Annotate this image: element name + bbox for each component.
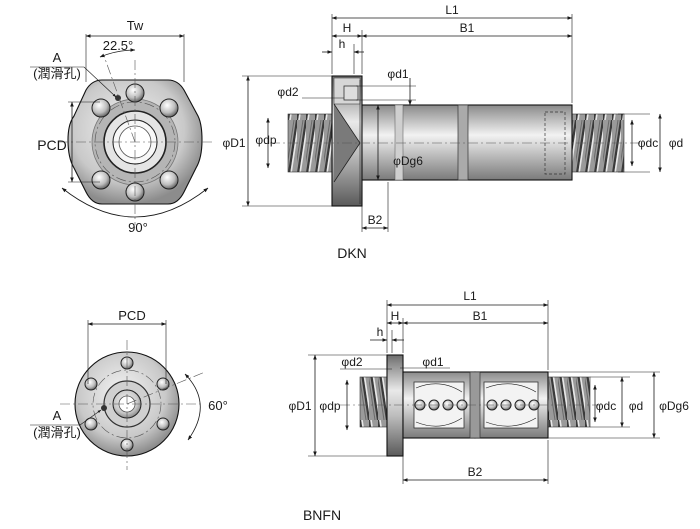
bnfn-bolt-holes xyxy=(84,356,170,452)
bolt-hole xyxy=(84,417,98,431)
bnfn-flange xyxy=(386,354,404,457)
dkn-b2-label: B2 xyxy=(368,213,383,227)
dkn-dc-label: φdc xyxy=(638,136,658,150)
dkn-b1-label: B1 xyxy=(460,21,475,35)
dkn-h-label: H xyxy=(343,21,352,35)
bolt-hole xyxy=(91,98,111,118)
dkn-dp-label: φdp xyxy=(255,133,276,147)
dkn-angle-bottom: 90° xyxy=(128,220,148,235)
dkn-pcd-label: PCD xyxy=(37,137,67,153)
bnfn-lube-hole xyxy=(101,405,107,411)
bolt-hole xyxy=(91,170,111,190)
dkn-dg6-label: φDg6 xyxy=(393,154,423,168)
bnfn-D1-label: φD1 xyxy=(288,399,311,413)
bnfn-b2-label: B2 xyxy=(468,465,483,479)
bnfn-dp-label: φdp xyxy=(319,399,340,413)
bolt-hole xyxy=(159,170,179,190)
bolt-hole xyxy=(156,377,170,391)
dkn-tw-label: Tw xyxy=(127,18,144,33)
bnfn-side-view: L1 H B1 h φd2 φd1 φD1 φdp φdc φd xyxy=(288,289,689,484)
bolt-hole xyxy=(84,377,98,391)
bnfn-l1-label: L1 xyxy=(463,289,477,303)
bnfn-angle-label: 60° xyxy=(208,398,228,413)
dkn-d2-label: φd2 xyxy=(277,85,298,99)
dkn-hole-label: A xyxy=(53,50,62,65)
bnfn-dg6-label: φDg6 xyxy=(659,399,689,413)
dkn-l1-label: L1 xyxy=(445,3,459,17)
dkn-side-view: L1 H B1 h φd1 φd2 φD1 φdp φDg6 xyxy=(222,3,683,232)
dkn-D1-label: φD1 xyxy=(222,136,245,150)
dkn-h-small-label: h xyxy=(339,37,346,51)
dkn-bolt-holes xyxy=(91,83,179,202)
bnfn-screw-right xyxy=(547,376,591,428)
bnfn-pcd-circle xyxy=(92,369,162,439)
bnfn-hole-note: (潤滑孔) xyxy=(33,425,81,440)
bnfn-d-label: φd xyxy=(629,399,643,413)
dkn-d-label: φd xyxy=(669,136,683,150)
dkn-angle-label: 22.5° xyxy=(103,38,134,53)
bolt-hole xyxy=(159,98,179,118)
bnfn-pcd-label: PCD xyxy=(118,308,145,323)
bnfn-front-view: PCD 60° A (潤滑孔) xyxy=(30,308,228,470)
bnfn-dc-label: φdc xyxy=(596,399,616,413)
bnfn-d2-label: φd2 xyxy=(341,355,362,369)
bnfn-title: BNFN xyxy=(303,507,341,523)
dkn-title: DKN xyxy=(337,245,367,261)
bnfn-hole-label: A xyxy=(53,408,62,423)
bnfn-h-label: H xyxy=(391,309,400,323)
dkn-front-view: Tw 22.5° A (潤滑孔) PCD 90° xyxy=(30,18,212,235)
bnfn-b1-label: B1 xyxy=(473,309,488,323)
bnfn-d1-label: φd1 xyxy=(422,355,443,369)
dkn-d1-label: φd1 xyxy=(387,67,408,81)
dkn-hole-note: (潤滑孔) xyxy=(33,66,81,81)
bnfn-h-small-label: h xyxy=(377,325,384,339)
bolt-hole xyxy=(156,417,170,431)
